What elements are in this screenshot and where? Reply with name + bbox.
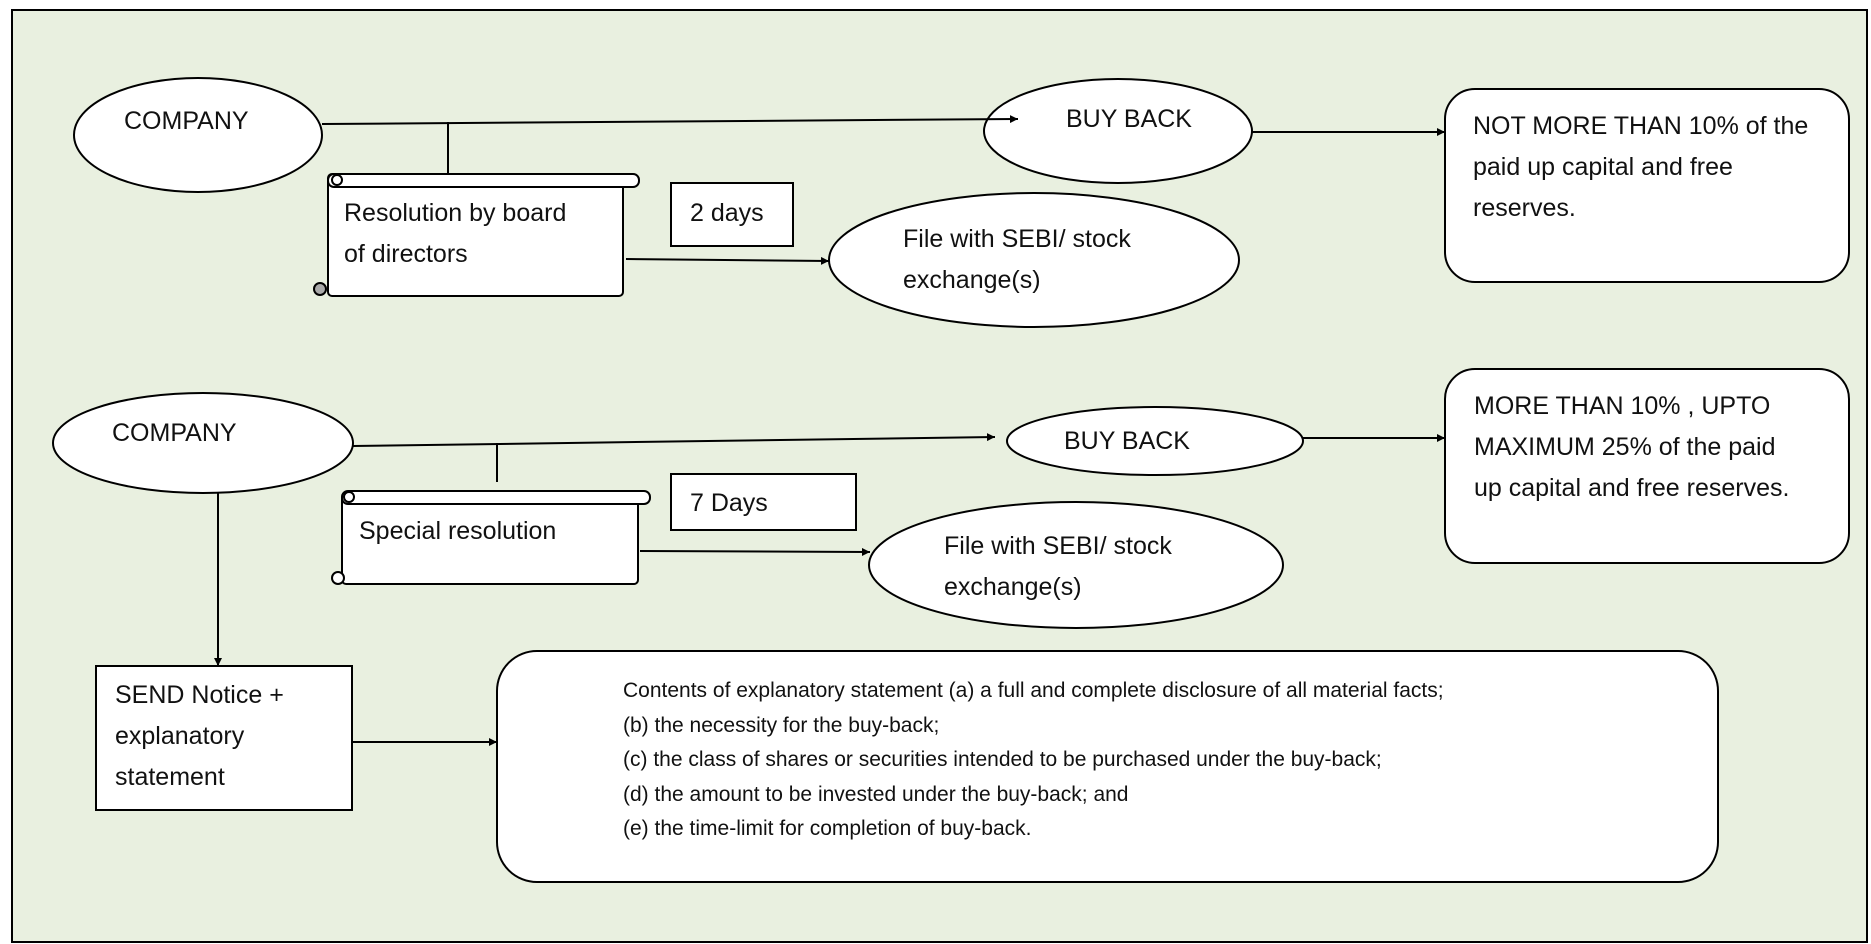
- limit-text-2: MORE THAN 10% , UPTO MAXIMUM 25% of the …: [1474, 386, 1789, 509]
- arrow-company-to-buyback-1: [321, 115, 1019, 125]
- contents-box: [496, 650, 1719, 883]
- resolution-text-2: Special resolution: [359, 517, 557, 545]
- company-node-2: [52, 392, 354, 494]
- limit-text-2-line-1: MORE THAN 10% , UPTO: [1474, 392, 1771, 420]
- days-label-1: 2 days: [690, 199, 764, 227]
- contents-text: Contents of explanatory statement (a) a …: [623, 674, 1444, 847]
- limit-box-2: [1444, 368, 1850, 564]
- notice-box: [95, 665, 353, 811]
- file-text-1-line-2: exchange(s): [903, 266, 1041, 294]
- resolution-text-1: Resolution by board of directors: [344, 193, 566, 275]
- file-node-2: [868, 501, 1284, 629]
- contents-line-5: (e) the time-limit for completion of buy…: [623, 817, 1032, 840]
- contents-line-4: (d) the amount to be invested under the …: [623, 782, 1129, 806]
- arrow-company-to-buyback-2: [352, 433, 996, 447]
- limit-text-1: NOT MORE THAN 10% of the paid up capital…: [1473, 106, 1808, 229]
- resolution-scroll-1: [313, 173, 640, 297]
- notice-text-line-1: SEND Notice +: [115, 681, 284, 709]
- contents-line-3: (c) the class of shares or securities in…: [623, 748, 1382, 771]
- arrow-resolution-to-file-2: [639, 547, 871, 556]
- resolution-text-1-line-2: of directors: [344, 240, 468, 268]
- company-label-2: COMPANY: [112, 419, 237, 447]
- file-text-2: File with SEBI/ stock exchange(s): [944, 526, 1172, 608]
- buy-back-label-2: BUY BACK: [1064, 427, 1190, 455]
- file-text-2-line-1: File with SEBI/ stock: [944, 532, 1172, 560]
- resolution-text-1-line-1: Resolution by board: [344, 199, 567, 227]
- company-node-1: [73, 77, 323, 193]
- contents-line-1: Contents of explanatory statement (a) a …: [623, 679, 1444, 702]
- file-text-1: File with SEBI/ stock exchange(s): [903, 219, 1131, 301]
- limit-text-1-line-3: reserves.: [1473, 194, 1576, 222]
- days-box-1: [670, 182, 794, 247]
- days-box-2: [670, 473, 857, 531]
- file-text-1-line-1: File with SEBI/ stock: [903, 225, 1131, 253]
- buy-back-label-1: BUY BACK: [1066, 105, 1192, 133]
- company-label-1: COMPANY: [124, 107, 249, 135]
- notice-text-line-3: statement: [115, 763, 225, 791]
- notice-text: SEND Notice + explanatory statement: [115, 675, 284, 798]
- limit-text-2-line-2: MAXIMUM 25% of the paid: [1474, 433, 1776, 461]
- buy-back-node-2: [1006, 406, 1304, 476]
- contents-line-2: (b) the necessity for the buy-back;: [623, 713, 940, 737]
- resolution-scroll-2: [331, 490, 651, 585]
- days-label-2: 7 Days: [690, 489, 768, 517]
- limit-box-1: [1444, 88, 1850, 283]
- arrow-resolution-to-file-1: [625, 256, 830, 265]
- limit-text-1-line-2: paid up capital and free: [1473, 153, 1733, 181]
- limit-text-1-line-1: NOT MORE THAN 10% of the: [1473, 112, 1809, 140]
- notice-text-line-2: explanatory: [115, 722, 245, 750]
- file-text-2-line-2: exchange(s): [944, 573, 1082, 601]
- limit-text-2-line-3: up capital and free reserves.: [1474, 474, 1790, 502]
